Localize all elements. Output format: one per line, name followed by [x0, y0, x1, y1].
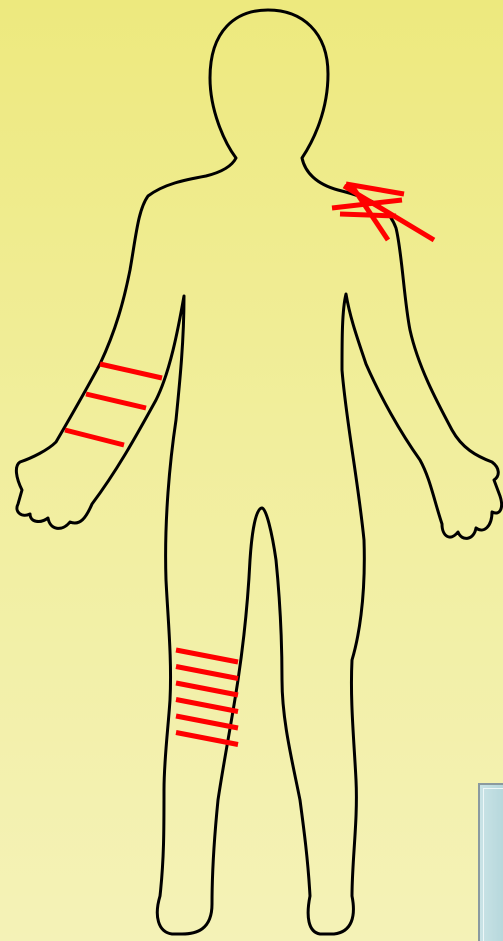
- leg-mark: [176, 683, 238, 695]
- forearm-mark: [65, 430, 124, 445]
- body-outline: [16, 10, 501, 934]
- leg-mark: [176, 700, 238, 712]
- leg-mark: [176, 716, 238, 728]
- forearm-tally-marks: [65, 364, 162, 445]
- leg-mark: [176, 650, 238, 662]
- leg-mark: [176, 667, 238, 679]
- forearm-mark: [100, 364, 162, 378]
- corner-panel: [478, 783, 503, 941]
- forearm-mark: [86, 394, 146, 408]
